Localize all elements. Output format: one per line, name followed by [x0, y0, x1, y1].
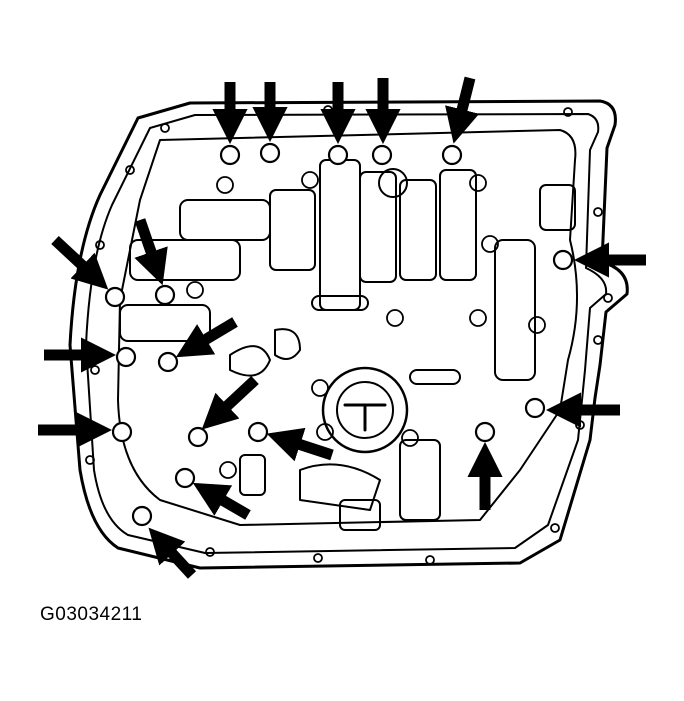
callout-arrow-icon — [134, 218, 168, 286]
valve-bore — [494, 239, 536, 381]
callout-arrow-icon — [201, 375, 259, 430]
bolt — [327, 144, 349, 166]
passage-slot — [409, 369, 461, 385]
bolt — [131, 505, 153, 527]
callout-arrow-icon — [175, 317, 238, 358]
callout-arrow-icon — [445, 76, 480, 144]
bolt — [187, 426, 209, 448]
bolt — [474, 421, 496, 443]
pan-outline — [68, 99, 629, 570]
bolt — [115, 346, 137, 368]
bolt — [104, 286, 126, 308]
passage-slot — [339, 499, 381, 531]
bolt — [441, 144, 463, 166]
central-boss — [321, 366, 409, 454]
valve-body-casting — [117, 129, 578, 526]
valve-bore — [179, 199, 271, 241]
bolt — [154, 284, 176, 306]
valve-bore — [399, 179, 437, 281]
bolt — [157, 351, 179, 373]
passage-slot — [311, 295, 369, 311]
bolt — [524, 397, 546, 419]
callout-arrow-icon — [192, 482, 251, 520]
callout-arrow-icon — [266, 427, 334, 462]
passage-slot — [239, 454, 266, 496]
valve-bore — [129, 239, 241, 281]
pan-inner-rim — [85, 113, 608, 554]
bolt — [174, 467, 196, 489]
valve-bore — [359, 171, 397, 283]
bolt — [219, 144, 241, 166]
bolt — [371, 144, 393, 166]
valve-bore — [269, 189, 316, 271]
bolt — [552, 249, 574, 271]
bolt — [247, 421, 269, 443]
callout-arrow-icon — [148, 527, 197, 579]
ball-check — [378, 168, 408, 198]
valve-bore — [119, 304, 211, 342]
bolt — [259, 142, 281, 164]
figure-code: G03034211 — [40, 604, 143, 625]
callout-arrow-icon — [51, 235, 109, 290]
passage-slot — [399, 439, 441, 521]
valve-bore — [319, 159, 361, 311]
bolt — [111, 421, 133, 443]
valve-bore — [539, 184, 576, 231]
central-boss-inner — [336, 381, 394, 439]
valve-bore — [439, 169, 477, 281]
